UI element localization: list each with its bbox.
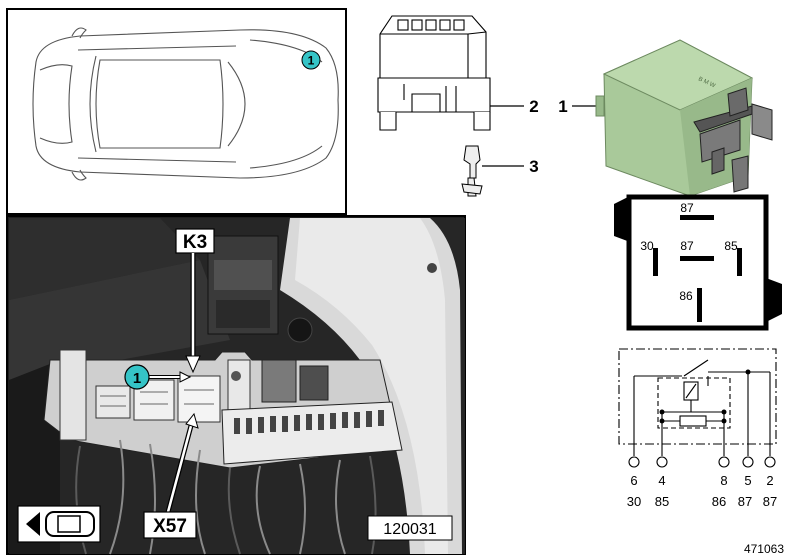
pin-number-5: 2 xyxy=(766,473,773,488)
pin-label-center: 87 xyxy=(680,239,694,253)
callout-socket: 2 xyxy=(529,97,538,116)
car-outline-icon xyxy=(32,27,339,181)
pin-number-2: 4 xyxy=(658,473,665,488)
photo-id-label: 120031 xyxy=(383,521,436,538)
terminal-number-5: 87 xyxy=(763,494,777,509)
terminal-number-1: 30 xyxy=(627,494,641,509)
schematic-junction-dots xyxy=(659,369,751,424)
connector-designation-label: X57 xyxy=(153,516,187,537)
connector-pointer-arrow xyxy=(165,412,199,513)
relay-socket-drawing xyxy=(377,15,491,131)
callout-relay: 1 xyxy=(558,97,567,116)
photo-location-marker-label: 1 xyxy=(133,370,141,387)
relay-designation-label: K3 xyxy=(183,232,207,253)
terminal-number-3: 86 xyxy=(712,494,726,509)
pin-label-top: 87 xyxy=(680,201,694,215)
pin-label-left: 30 xyxy=(640,239,654,253)
pin-number-4: 5 xyxy=(744,473,751,488)
terminal-drawing xyxy=(461,145,483,197)
relay-circuit-schematic xyxy=(618,348,777,468)
pin-label-bottom: 86 xyxy=(679,289,693,303)
car-orientation-icon xyxy=(17,505,101,543)
relay-pointer-arrow xyxy=(185,253,201,374)
relay-pinout-diagram: 87 30 87 85 86 xyxy=(614,194,782,331)
callout-terminal: 3 xyxy=(529,157,538,176)
terminal-number-4: 87 xyxy=(738,494,752,509)
terminal-number-2: 85 xyxy=(655,494,669,509)
pin-number-1: 6 xyxy=(630,473,637,488)
location-marker-label: 1 xyxy=(308,54,315,68)
relay-drawing: 1 B M W xyxy=(558,39,773,197)
car-location-panel: 1 xyxy=(6,8,347,215)
photo-location-marker xyxy=(124,364,150,390)
pin-label-right: 85 xyxy=(724,239,738,253)
photo-panel: K3 1 X57 120031 xyxy=(6,215,466,555)
location-marker xyxy=(301,50,321,70)
diagram-part-number: 471063 xyxy=(744,542,784,556)
pin-number-3: 8 xyxy=(720,473,727,488)
